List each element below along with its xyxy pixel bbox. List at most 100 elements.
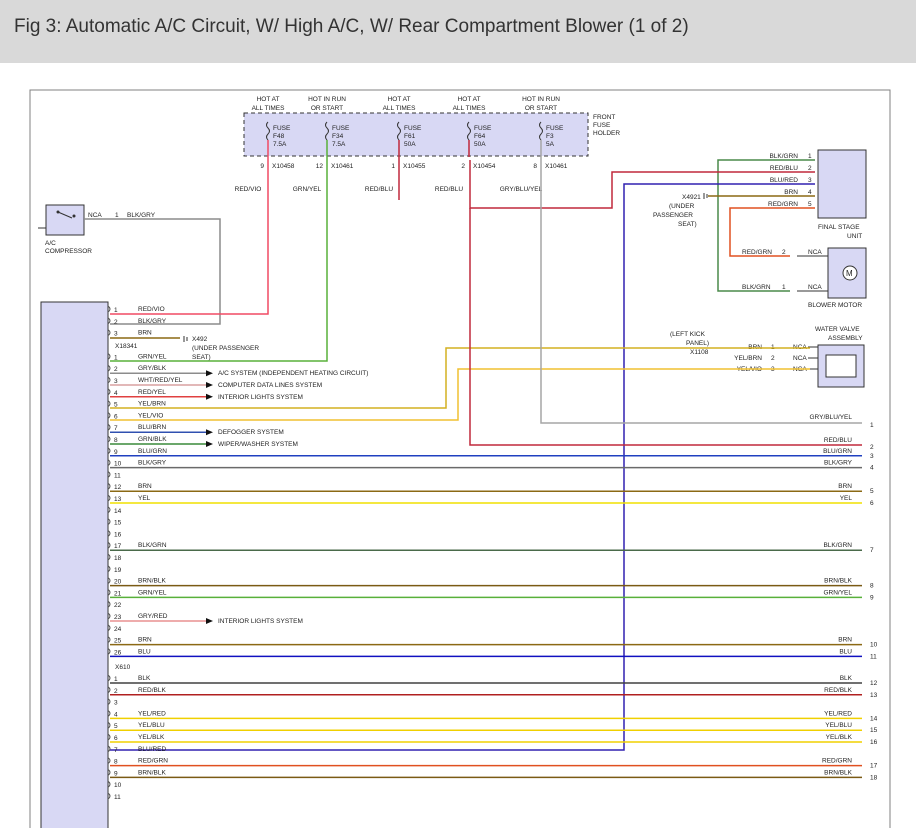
connector-wire-label: WHT/RED/YEL bbox=[138, 377, 183, 384]
fuse-connector: X10454 bbox=[473, 163, 496, 170]
fuse-name: F48 bbox=[273, 133, 285, 140]
fuse-connector: X10458 bbox=[272, 163, 295, 170]
fuse-rating: 50A bbox=[404, 141, 416, 148]
connector-pin-number: 4 bbox=[114, 390, 118, 397]
fuse-pin: 2 bbox=[461, 163, 465, 170]
right-wire-label: GRN/YEL bbox=[823, 589, 852, 596]
fuse-hot-label: ALL TIMES bbox=[383, 105, 417, 112]
switch-arm-icon bbox=[57, 211, 73, 219]
fuse-holder-box bbox=[243, 112, 589, 157]
connector-pin-number: 7 bbox=[114, 747, 118, 754]
connector-pin-number: 23 bbox=[114, 614, 122, 621]
water-valve-coil-icon bbox=[825, 354, 857, 378]
fuse-wire-label: GRN/YEL bbox=[293, 186, 322, 193]
right-terminal-number: 10 bbox=[870, 642, 878, 649]
connector-pin-number: 19 bbox=[114, 567, 122, 574]
pin-bracket-icon bbox=[107, 577, 111, 584]
right-terminal-number: 13 bbox=[870, 692, 878, 699]
switch-contact-icon-2 bbox=[72, 214, 76, 218]
connector-pin-number: 26 bbox=[114, 649, 122, 656]
fuse-pin: 8 bbox=[533, 163, 537, 170]
pin-bracket-icon bbox=[107, 412, 111, 419]
ground-x4921-label-4: SEAT) bbox=[678, 221, 697, 228]
connector-wire-label: BLK/GRY bbox=[138, 318, 167, 325]
right-wire-label: RED/BLU bbox=[824, 437, 852, 444]
connector-pin-number: 7 bbox=[114, 425, 118, 432]
pin-bracket-icon bbox=[107, 745, 111, 753]
wire-red-blu-fsu bbox=[469, 160, 815, 209]
connector-a-label: X18341 bbox=[115, 343, 138, 350]
connector-pin-number: 6 bbox=[114, 413, 118, 420]
connector-pin-number: 11 bbox=[114, 472, 121, 479]
connector-pin-number: 4 bbox=[114, 711, 118, 718]
pin-bracket-icon bbox=[107, 698, 111, 705]
pin-bracket-icon bbox=[107, 636, 111, 643]
final-stage-unit-box bbox=[817, 149, 867, 219]
connector-wire-label: YEL/BRN bbox=[138, 401, 166, 408]
pin-bracket-icon bbox=[107, 305, 111, 313]
arrow-icon bbox=[206, 382, 213, 388]
connector-wire-label: BLK/GRN bbox=[138, 542, 167, 549]
fuse-name: FUSE bbox=[474, 125, 492, 132]
right-terminal-number: 12 bbox=[870, 680, 878, 687]
ac-compressor-label-1: A/C bbox=[45, 240, 56, 247]
connector-pin-number: 1 bbox=[114, 307, 118, 314]
connector-wire-label: BRN/BLK bbox=[138, 578, 166, 585]
pin-bracket-icon bbox=[107, 600, 111, 608]
right-terminal-number: 11 bbox=[870, 653, 877, 660]
connector-wire-label: YEL/BLU bbox=[138, 722, 165, 729]
right-wire-label: BLK bbox=[840, 675, 853, 682]
right-wire-label: BLK/GRY bbox=[824, 460, 853, 467]
fuse-hot-label: HOT AT bbox=[257, 96, 280, 103]
control-module-box bbox=[40, 301, 109, 828]
ac-compressor-label-2: COMPRESSOR bbox=[45, 248, 92, 255]
blower-pin-blk: 1 bbox=[782, 284, 786, 291]
ground-x492-label-1: X492 bbox=[192, 336, 208, 343]
fuse-hot-label: HOT IN RUN bbox=[308, 96, 346, 103]
wire-blk-grn-fsu bbox=[717, 159, 815, 292]
fuse-hot-label: OR START bbox=[525, 105, 557, 112]
wv-pin: 2 bbox=[771, 355, 775, 362]
right-wire-label: RED/BLK bbox=[824, 687, 852, 694]
connector-pin-number: 5 bbox=[114, 402, 118, 409]
right-terminal-number: 2 bbox=[870, 444, 874, 451]
fuse-holder-label-2: FUSE bbox=[593, 122, 611, 129]
connector-wire-label: BLU/BRN bbox=[138, 424, 166, 431]
fsu-pin: 5 bbox=[808, 201, 812, 208]
ground-x492: X492 (UNDER PASSENGER SEAT) bbox=[183, 336, 259, 361]
connector-pin-number: 9 bbox=[114, 449, 118, 456]
connector-pin-number: 1 bbox=[114, 354, 118, 361]
fuse-rating: 7.5A bbox=[273, 141, 287, 148]
fuse-wire-label: RED/BLU bbox=[365, 186, 393, 193]
ac-compressor-nca: NCA bbox=[88, 212, 102, 219]
connector-wire-label: GRN/BLK bbox=[138, 436, 167, 443]
left-kick-label-1: (LEFT KICK bbox=[670, 331, 706, 338]
destination-label: COMPUTER DATA LINES SYSTEM bbox=[218, 382, 322, 389]
pin-bracket-icon bbox=[107, 553, 111, 561]
fuse-icon bbox=[397, 121, 401, 141]
fuse-pin: 9 bbox=[260, 163, 264, 170]
connector-pin-number: 16 bbox=[114, 531, 122, 538]
water-valve-label-1: WATER VALVE bbox=[815, 326, 860, 333]
pin-bracket-icon bbox=[107, 792, 111, 800]
destination-label: INTERIOR LIGHTS SYSTEM bbox=[218, 618, 303, 625]
pin-bracket-icon bbox=[107, 494, 111, 502]
right-wire-label: BRN bbox=[838, 483, 852, 490]
fuse-wire-label: GRY/BLU/YEL bbox=[500, 186, 543, 193]
fsu-pin: 3 bbox=[808, 177, 812, 184]
fsu-pin: 2 bbox=[808, 165, 812, 172]
fuse-wire-label: RED/BLU bbox=[435, 186, 463, 193]
ac-compressor-pin: 1 bbox=[115, 212, 119, 219]
right-terminal-number: 9 bbox=[870, 594, 874, 601]
fuse-wire-label: RED/VIO bbox=[235, 186, 262, 193]
fsu-pin: 1 bbox=[808, 153, 812, 160]
connector-pin-number: 25 bbox=[114, 638, 122, 645]
pin-bracket-icon bbox=[107, 388, 111, 396]
right-wire-label: YEL/BLU bbox=[825, 722, 852, 729]
connector-pin-number: 5 bbox=[114, 723, 118, 730]
right-terminal-number: 18 bbox=[870, 774, 878, 781]
left-kick-label-2: PANEL) bbox=[686, 340, 709, 347]
pin-bracket-icon bbox=[107, 423, 111, 431]
